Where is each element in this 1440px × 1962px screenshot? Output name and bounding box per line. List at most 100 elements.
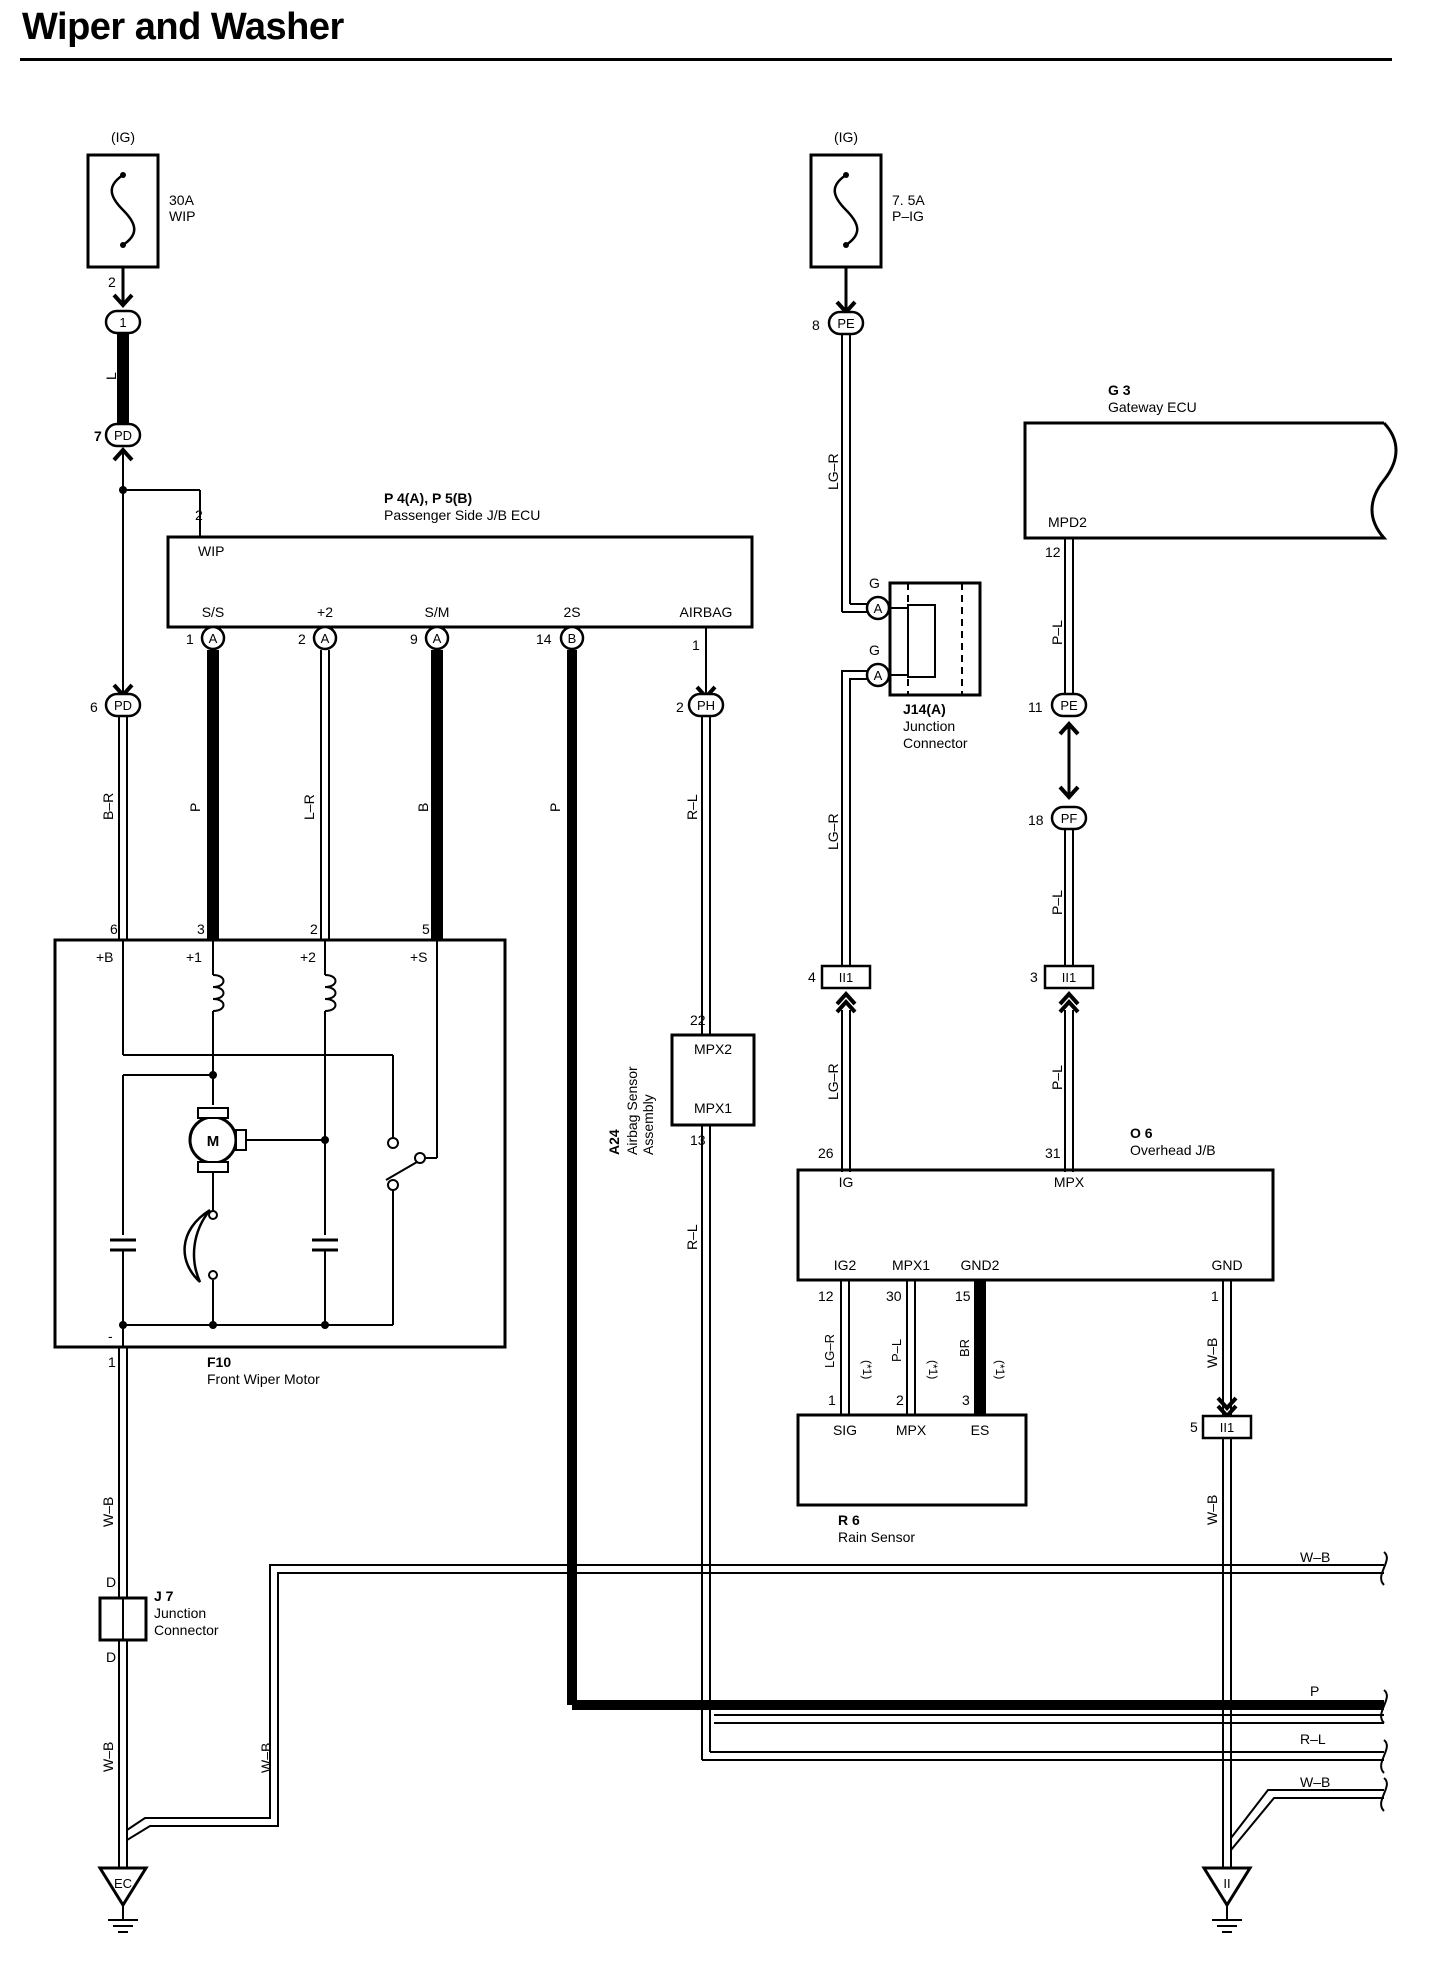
svg-text:BR: BR bbox=[957, 1339, 972, 1357]
svg-text:2: 2 bbox=[298, 631, 306, 647]
connector-ii1-gnd bbox=[1201, 1414, 1253, 1440]
svg-text:LG–R: LG–R bbox=[825, 1063, 841, 1100]
break-marks bbox=[1380, 1551, 1388, 1812]
svg-text:W–B: W–B bbox=[1204, 1495, 1220, 1525]
fuse-icon bbox=[110, 173, 136, 247]
svg-text:G 3: G 3 bbox=[1108, 382, 1131, 398]
connector-pf bbox=[1050, 805, 1088, 831]
svg-text:R–L: R–L bbox=[684, 1224, 700, 1250]
svg-text:B: B bbox=[568, 631, 577, 646]
svg-text:1: 1 bbox=[119, 315, 126, 330]
svg-text:5: 5 bbox=[1190, 1419, 1198, 1435]
svg-text:P–L: P–L bbox=[1049, 620, 1065, 645]
svg-text:11: 11 bbox=[1028, 699, 1043, 715]
svg-text:30A: 30A bbox=[169, 192, 195, 208]
svg-text:W–B: W–B bbox=[1300, 1549, 1330, 1565]
svg-text:A: A bbox=[433, 631, 442, 646]
svg-text:R–L: R–L bbox=[684, 794, 700, 820]
connector-pd-top bbox=[104, 422, 142, 448]
svg-text:2S: 2S bbox=[563, 604, 580, 620]
svg-text:30: 30 bbox=[886, 1288, 902, 1304]
svg-text:22: 22 bbox=[690, 1012, 706, 1028]
svg-text:1: 1 bbox=[108, 1354, 116, 1370]
wire-wb-bus-top: W–B W–B bbox=[126, 1549, 1384, 1841]
svg-text:3: 3 bbox=[1030, 969, 1038, 985]
svg-text:MPX1: MPX1 bbox=[892, 1257, 930, 1273]
svg-text:L–R: L–R bbox=[301, 794, 317, 820]
ecu-pin-ss: 1 A bbox=[186, 625, 226, 651]
svg-text:P–L: P–L bbox=[1049, 1065, 1065, 1090]
connector-pe-top bbox=[827, 310, 865, 336]
svg-text:J 7: J 7 bbox=[154, 1588, 174, 1604]
wire-lr: L–R bbox=[301, 650, 330, 940]
svg-text:+2: +2 bbox=[317, 604, 333, 620]
svg-text:W–B: W–B bbox=[258, 1743, 274, 1773]
svg-text:MPX2: MPX2 bbox=[694, 1041, 732, 1057]
airbag-sensor-assembly: 22 MPX2 MPX1 13 A24 Airbag Sensor Assemb… bbox=[606, 1012, 756, 1155]
svg-text:B–R: B–R bbox=[100, 793, 116, 820]
svg-text:26: 26 bbox=[818, 1145, 834, 1161]
svg-text:B: B bbox=[415, 803, 431, 812]
ground-ec: EC bbox=[97, 1866, 149, 1933]
front-wiper-motor: 6 3 2 5 +B +1 +2 +S M bbox=[53, 921, 507, 1387]
wire-pl-top: P–L bbox=[1049, 538, 1074, 694]
svg-text:G: G bbox=[869, 575, 880, 591]
wire-br: B–R bbox=[100, 716, 128, 940]
svg-text:A: A bbox=[321, 631, 330, 646]
svg-text:Airbag Sensor: Airbag Sensor bbox=[624, 1066, 640, 1155]
svg-text:P: P bbox=[1310, 1683, 1319, 1699]
svg-text:P: P bbox=[187, 803, 203, 812]
junction-j14: G A G A J14(A) Junction Connector bbox=[865, 575, 982, 751]
svg-text:(*1): (*1) bbox=[926, 1360, 940, 1379]
svg-text:6: 6 bbox=[90, 699, 98, 715]
fuse-wip: (IG) 30A WIP 2 bbox=[86, 129, 195, 290]
svg-text:P–L: P–L bbox=[889, 1339, 904, 1362]
svg-text:4: 4 bbox=[808, 969, 816, 985]
svg-text:A: A bbox=[874, 601, 883, 616]
connector-ph bbox=[687, 692, 725, 718]
svg-text:W–B: W–B bbox=[1204, 1338, 1220, 1368]
wire-wb-bus-bottom: W–B bbox=[1230, 1774, 1384, 1851]
connector-pe-mid bbox=[1050, 692, 1088, 718]
junction-j7: D D J 7 Junction Connector bbox=[98, 1574, 219, 1665]
svg-text:15: 15 bbox=[955, 1288, 971, 1304]
svg-text:18: 18 bbox=[1028, 812, 1044, 828]
svg-text:(IG): (IG) bbox=[834, 129, 858, 145]
wire-lgr-rain: LG–R (*1) bbox=[822, 1280, 874, 1415]
svg-text:2: 2 bbox=[108, 274, 116, 290]
svg-text:R 6: R 6 bbox=[838, 1512, 860, 1528]
svg-text:MPD2: MPD2 bbox=[1048, 514, 1087, 530]
svg-text:PF: PF bbox=[1061, 811, 1078, 826]
connector-pd-bottom bbox=[104, 692, 142, 718]
svg-text:D: D bbox=[106, 1574, 116, 1590]
wire-lgr-bottom: LG–R bbox=[825, 1010, 851, 1172]
ecu-pin-plus2: 2 A bbox=[298, 625, 338, 651]
wire-lgr-top: LG–R bbox=[825, 334, 868, 613]
svg-text:Passenger Side J/B ECU: Passenger Side J/B ECU bbox=[384, 507, 540, 523]
svg-text:PD: PD bbox=[114, 428, 132, 443]
svg-text:PD: PD bbox=[114, 698, 132, 713]
wire-rl-bus: R–L P bbox=[714, 1683, 1384, 1747]
svg-text:+2: +2 bbox=[300, 949, 316, 965]
svg-text:EC: EC bbox=[114, 1876, 132, 1891]
svg-text:AIRBAG: AIRBAG bbox=[680, 604, 733, 620]
wire-pl-bottom: P–L bbox=[1049, 1010, 1074, 1172]
overhead-jb: O 6 Overhead J/B 26 31 IG MPX IG2 MPX1 G… bbox=[796, 1125, 1275, 1304]
svg-text:P–IG: P–IG bbox=[892, 208, 924, 224]
svg-text:GND2: GND2 bbox=[961, 1257, 1000, 1273]
svg-text:WIP: WIP bbox=[198, 543, 224, 559]
svg-text:1: 1 bbox=[1211, 1288, 1219, 1304]
wire-pl-mid: P–L bbox=[1049, 829, 1074, 966]
svg-text:P–L: P–L bbox=[1049, 890, 1065, 915]
svg-text:Connector: Connector bbox=[154, 1622, 219, 1638]
svg-text:Gateway ECU: Gateway ECU bbox=[1108, 399, 1197, 415]
svg-text:2: 2 bbox=[195, 507, 203, 523]
svg-text:LG–R: LG–R bbox=[825, 813, 841, 850]
svg-text:7: 7 bbox=[94, 428, 102, 444]
svg-text:9: 9 bbox=[410, 631, 418, 647]
ground-ii: II bbox=[1201, 1866, 1253, 1933]
svg-text:(IG): (IG) bbox=[111, 129, 135, 145]
wire-wb-gnd: W–B bbox=[1204, 1280, 1232, 1420]
svg-text:2: 2 bbox=[310, 921, 318, 937]
svg-text:M: M bbox=[207, 1133, 220, 1150]
